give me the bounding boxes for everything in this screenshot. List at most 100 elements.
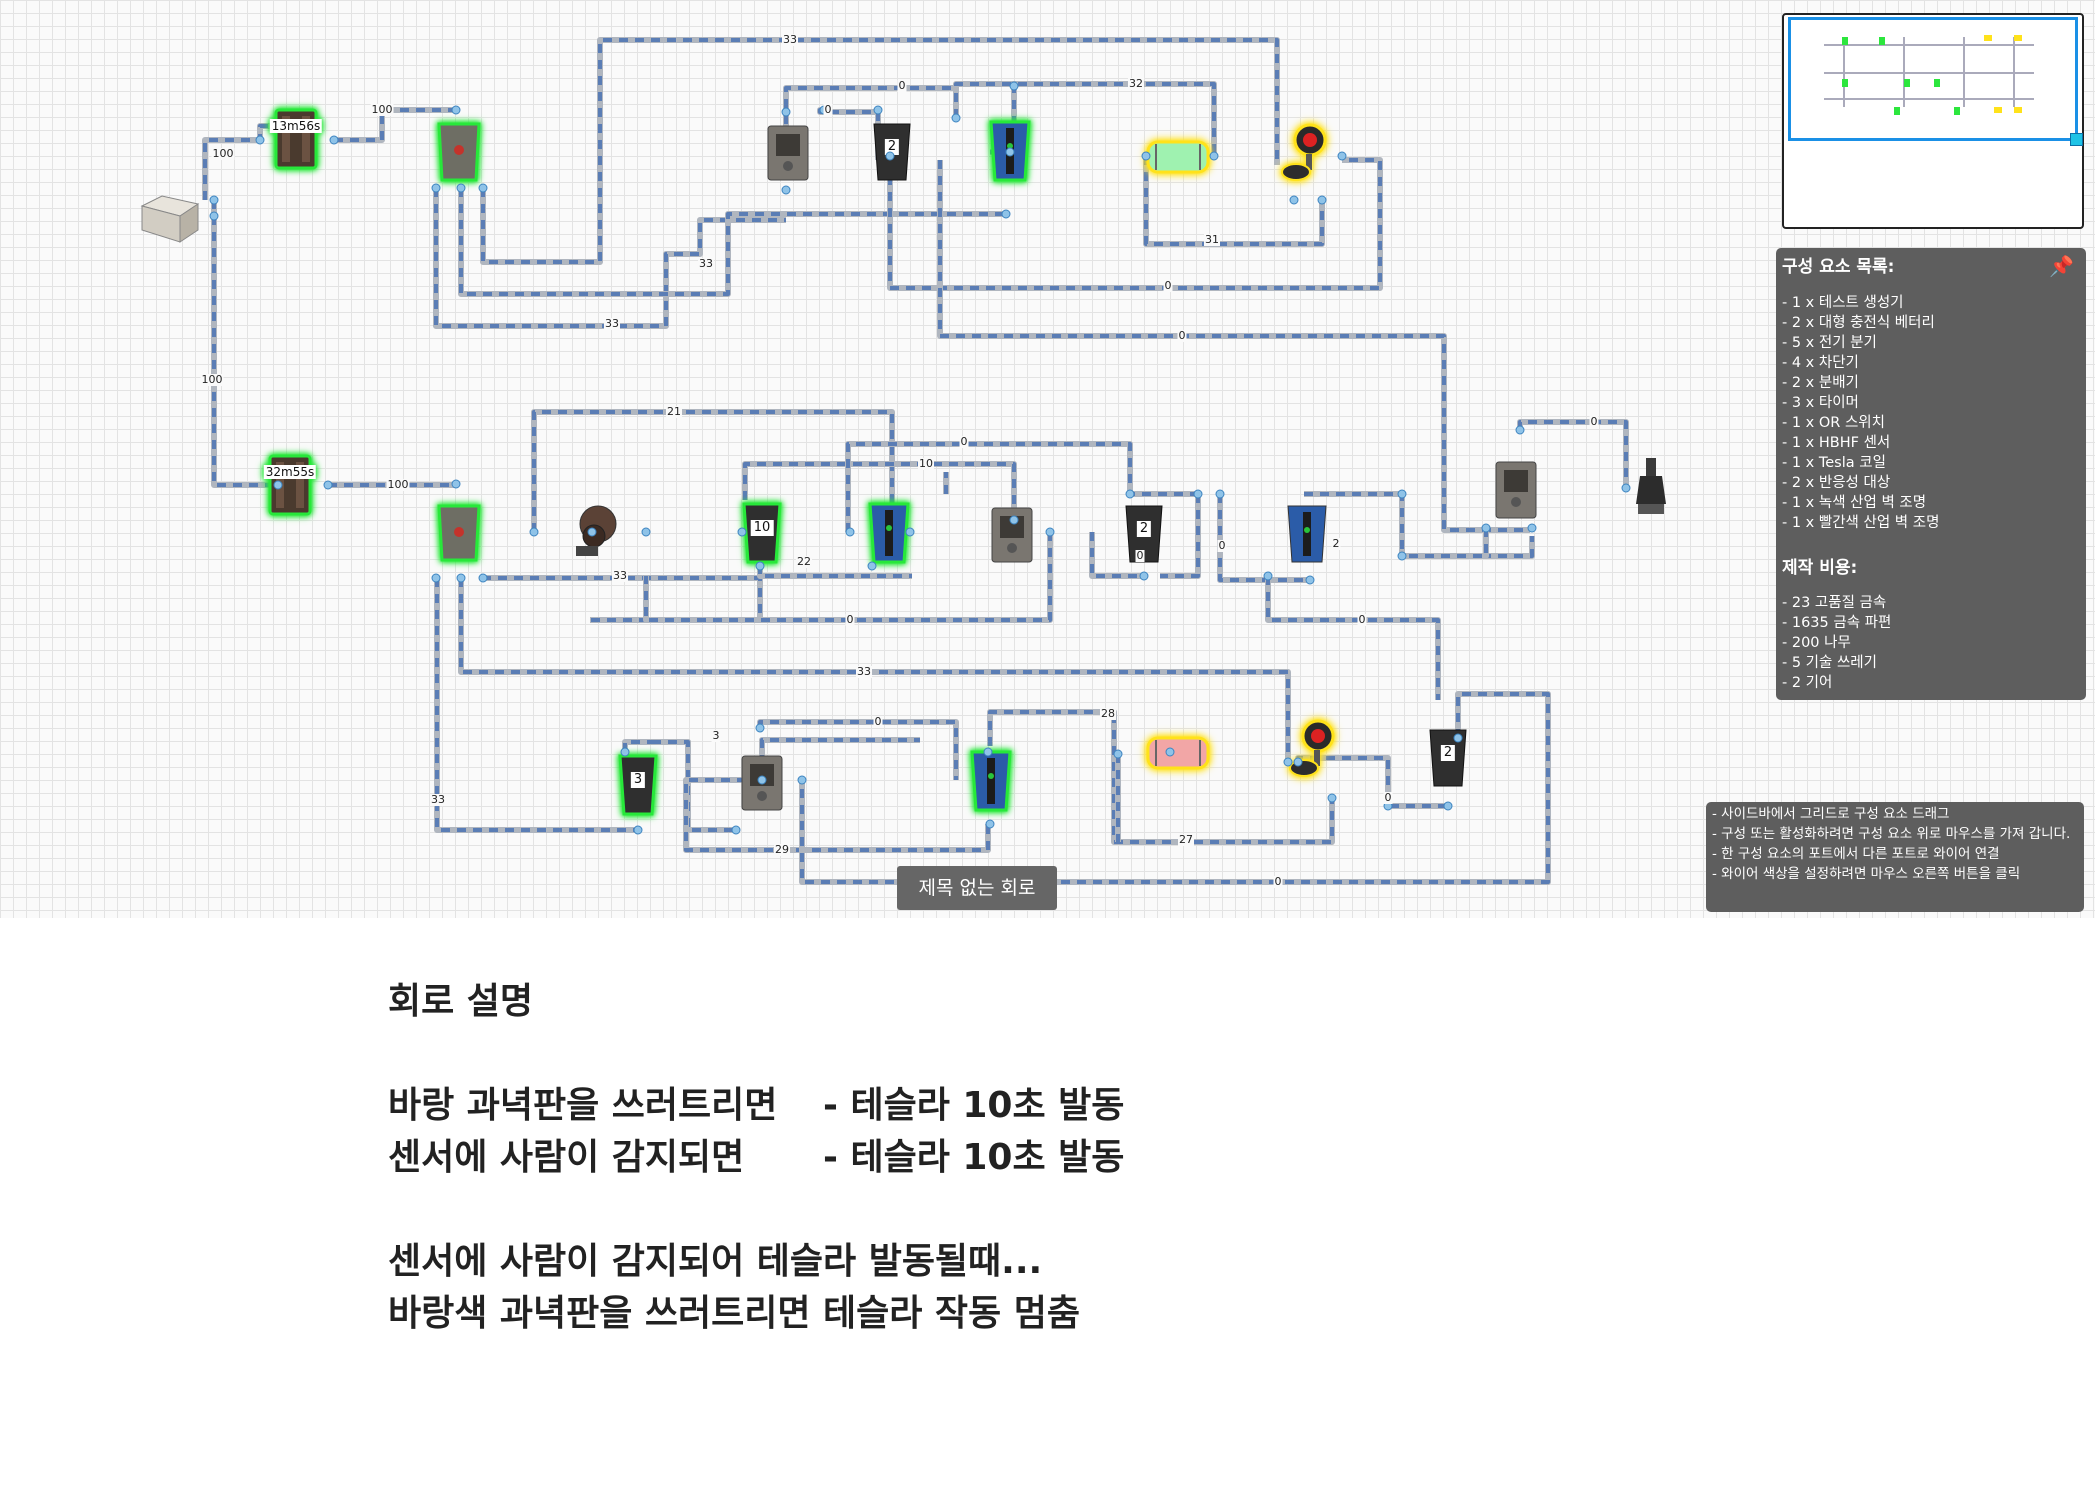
circuit-breaker-4[interactable] xyxy=(740,752,784,812)
connector-port[interactable] xyxy=(1293,757,1303,767)
minimap[interactable] xyxy=(1782,13,2084,229)
wire[interactable] xyxy=(1266,576,1440,700)
connector-port[interactable] xyxy=(1139,571,1149,581)
wire[interactable] xyxy=(435,578,638,832)
connector-port[interactable] xyxy=(985,819,995,829)
wire[interactable] xyxy=(760,738,920,780)
timer-2[interactable]: 10 xyxy=(742,500,782,566)
circuit-title[interactable]: 제목 없는 회로 xyxy=(897,866,1057,910)
red-wall-light[interactable] xyxy=(1146,734,1210,772)
wire[interactable] xyxy=(202,123,282,200)
connector-port[interactable] xyxy=(209,195,219,205)
connector-port[interactable] xyxy=(1283,757,1293,767)
wire[interactable] xyxy=(683,777,991,853)
wire[interactable] xyxy=(433,188,786,329)
connector-port[interactable] xyxy=(273,480,283,490)
connector-port[interactable] xyxy=(329,135,339,145)
connector-port[interactable] xyxy=(781,185,791,195)
connector-port[interactable] xyxy=(845,527,855,537)
connector-port[interactable] xyxy=(478,183,488,193)
connector-port[interactable] xyxy=(983,747,993,757)
connector-port[interactable] xyxy=(451,479,461,489)
connector-port[interactable] xyxy=(755,561,765,571)
wire[interactable] xyxy=(1160,494,1200,578)
large-battery-1[interactable]: 13m56s xyxy=(269,106,323,172)
connector-port[interactable] xyxy=(1005,147,1015,157)
connector-port[interactable] xyxy=(1453,733,1463,743)
wire[interactable] xyxy=(1400,528,1488,558)
connector-port[interactable] xyxy=(1397,489,1407,499)
wire[interactable] xyxy=(434,578,638,833)
connector-port[interactable] xyxy=(529,527,539,537)
wire[interactable] xyxy=(1218,494,1310,582)
connector-port[interactable] xyxy=(1165,747,1175,757)
electrical-branch-1[interactable] xyxy=(436,120,482,184)
wire[interactable] xyxy=(458,188,1006,297)
connector-port[interactable] xyxy=(1527,523,1537,533)
wire[interactable] xyxy=(1144,156,1324,246)
connector-port[interactable] xyxy=(1209,151,1219,161)
connector-port[interactable] xyxy=(755,723,765,733)
wire[interactable] xyxy=(652,740,736,832)
wire[interactable] xyxy=(784,86,958,140)
circuit-breaker-2[interactable] xyxy=(990,504,1034,564)
wire[interactable] xyxy=(954,82,1216,156)
connector-port[interactable] xyxy=(620,747,630,757)
connector-port[interactable] xyxy=(1193,489,1203,499)
connector-port[interactable] xyxy=(451,105,461,115)
wire[interactable] xyxy=(800,692,1550,884)
wire[interactable] xyxy=(1089,532,1144,579)
connector-port[interactable] xyxy=(781,107,791,117)
wire[interactable] xyxy=(481,38,1279,264)
connector-port[interactable] xyxy=(867,561,877,571)
wire[interactable] xyxy=(211,200,278,488)
timer-3[interactable]: 2 xyxy=(1124,502,1164,564)
connector-port[interactable] xyxy=(1317,195,1327,205)
test-generator[interactable] xyxy=(138,194,200,246)
wire[interactable] xyxy=(334,108,456,142)
connector-port[interactable] xyxy=(951,113,961,123)
wire[interactable] xyxy=(1265,576,1441,700)
wire[interactable] xyxy=(532,410,910,534)
connector-port[interactable] xyxy=(323,480,333,490)
timer-4[interactable]: 3 xyxy=(618,752,658,818)
wire[interactable] xyxy=(757,719,959,780)
connector-port[interactable] xyxy=(737,527,747,537)
connector-port[interactable] xyxy=(757,775,767,785)
connector-port[interactable] xyxy=(456,573,466,583)
minimap-resize-handle[interactable] xyxy=(2070,133,2083,146)
green-wall-light[interactable] xyxy=(1146,138,1210,176)
connector-port[interactable] xyxy=(255,135,265,145)
connector-port[interactable] xyxy=(1125,489,1135,499)
wire[interactable] xyxy=(459,578,1290,762)
connector-port[interactable] xyxy=(731,825,741,835)
connector-port[interactable] xyxy=(1337,151,1347,161)
wire[interactable] xyxy=(684,778,990,852)
connector-port[interactable] xyxy=(1263,571,1273,581)
wire[interactable] xyxy=(818,108,880,160)
electrical-branch-3[interactable] xyxy=(970,748,1012,814)
connector-port[interactable] xyxy=(905,527,915,537)
connector-port[interactable] xyxy=(797,775,807,785)
connector-port[interactable] xyxy=(478,573,488,583)
hbhf-sensor[interactable] xyxy=(1634,456,1670,518)
connector-port[interactable] xyxy=(873,105,883,115)
connector-port[interactable] xyxy=(1289,195,1299,205)
minimap-viewport[interactable] xyxy=(1788,17,2083,146)
wire[interactable] xyxy=(846,442,1198,532)
connector-port[interactable] xyxy=(1397,551,1407,561)
splitter-2[interactable] xyxy=(1286,502,1328,566)
connector-port[interactable] xyxy=(1621,483,1631,493)
connector-port[interactable] xyxy=(431,183,441,193)
connector-port[interactable] xyxy=(1515,425,1525,435)
wire[interactable] xyxy=(759,737,920,780)
connector-port[interactable] xyxy=(1009,515,1019,525)
connector-port[interactable] xyxy=(1113,749,1123,759)
connector-port[interactable] xyxy=(587,527,597,537)
connector-port[interactable] xyxy=(431,573,441,583)
connector-port[interactable] xyxy=(1215,489,1225,499)
wire[interactable] xyxy=(987,709,1335,845)
connector-port[interactable] xyxy=(1481,523,1491,533)
wire[interactable] xyxy=(743,462,1016,520)
circuit-breaker-1[interactable] xyxy=(766,122,810,182)
